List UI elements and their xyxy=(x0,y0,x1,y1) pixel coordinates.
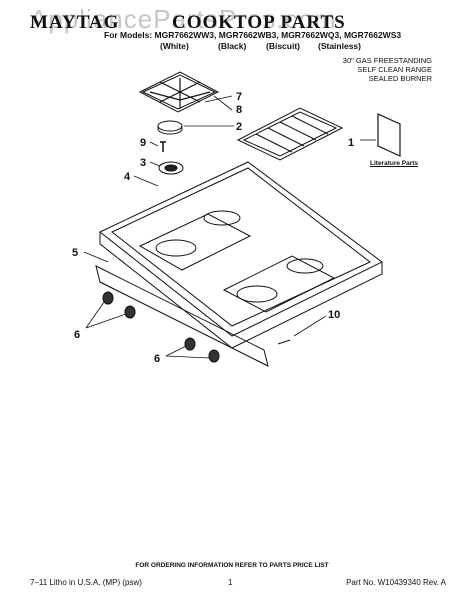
burner-base xyxy=(158,161,184,175)
part-number: Part No. W10439340 Rev. A xyxy=(346,578,446,587)
callout-1: 1 xyxy=(348,137,354,149)
color-black: (Black) xyxy=(218,41,247,51)
callout-5: 5 xyxy=(72,247,78,259)
callout-4: 4 xyxy=(124,171,131,183)
callout-3: 3 xyxy=(140,157,146,169)
color-biscuit: (Biscuit) xyxy=(266,41,300,51)
description-line: SELF CLEAN RANGE xyxy=(357,65,432,74)
color-white: (White) xyxy=(160,41,189,51)
spill-tray-clip xyxy=(277,339,291,345)
control-panel xyxy=(95,265,269,367)
burner-cap-side xyxy=(157,126,183,135)
description-line: 30" GAS FREESTANDING xyxy=(342,56,432,65)
literature-label: Literature Parts xyxy=(370,160,419,167)
page-title: COOKTOP PARTS xyxy=(172,12,346,33)
knobs xyxy=(102,291,220,363)
page-number: 1 xyxy=(228,578,233,587)
callout-6a: 6 xyxy=(74,329,80,341)
callout-2: 2 xyxy=(236,121,242,133)
burner-base-center xyxy=(164,164,178,172)
litho-note: 7–11 Litho in U.S.A. (MP) (psw) xyxy=(30,578,142,587)
leader-lines xyxy=(83,95,376,359)
literature-booklet xyxy=(377,113,401,157)
callout-8: 8 xyxy=(236,104,242,116)
grate-left xyxy=(138,71,220,113)
watermark: AppliancePartsPros.com xyxy=(30,4,337,34)
burner-cap xyxy=(157,120,183,132)
callout-10: 10 xyxy=(328,309,340,321)
callout-9: 9 xyxy=(140,137,146,149)
range-description: 30" GAS FREESTANDING SELF CLEAN RANGE SE… xyxy=(312,56,432,83)
callout-7: 7 xyxy=(236,91,242,103)
description-line: SEALED BURNER xyxy=(368,74,432,83)
screw xyxy=(160,141,166,152)
brand-logo: MAYTAG xyxy=(30,12,120,33)
callout-6b: 6 xyxy=(154,353,160,365)
color-stainless: (Stainless) xyxy=(318,41,361,51)
model-list: For Models: MGR7662WW3, MGR7662WB3, MGR7… xyxy=(104,30,402,40)
grate-right xyxy=(236,107,344,161)
ordering-note: FOR ORDERING INFORMATION REFER TO PARTS … xyxy=(135,562,329,569)
